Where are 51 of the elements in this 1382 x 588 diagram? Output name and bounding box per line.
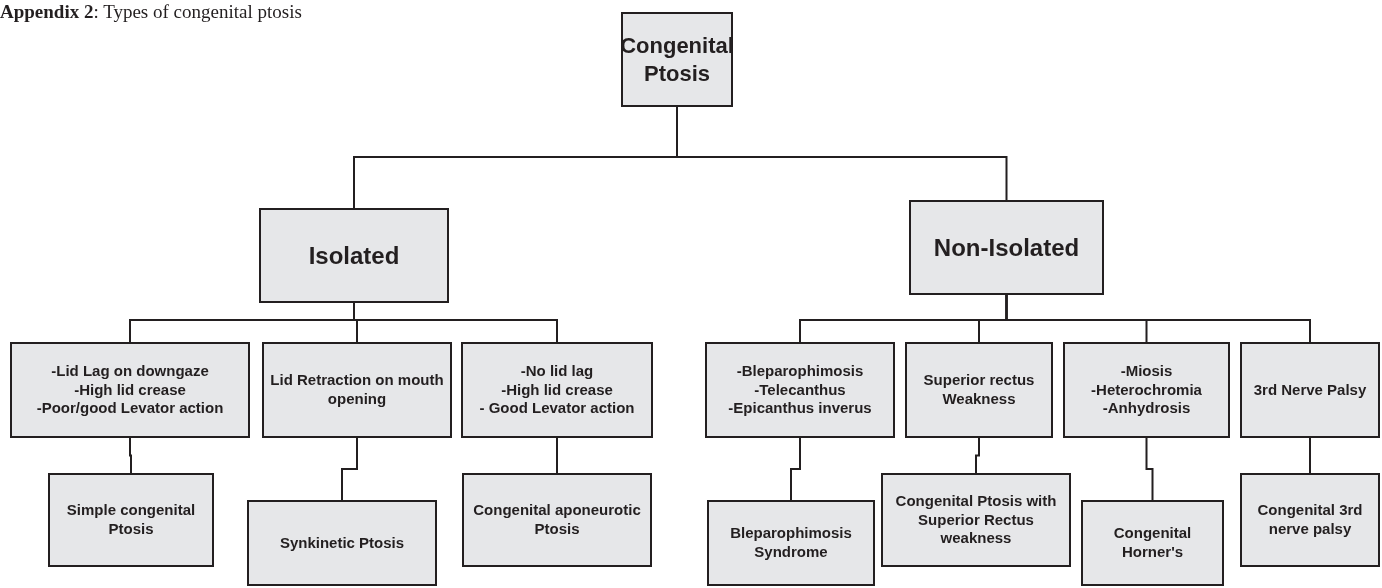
- category-box: [1240, 342, 1380, 438]
- box-text: Congenital 3rd nerve palsy: [1256, 501, 1364, 539]
- box-text: Non-Isolated: [933, 232, 1080, 263]
- box-text: Simple congenital Ptosis: [65, 501, 197, 539]
- connector-line: [129, 437, 132, 474]
- category-box: [262, 342, 452, 438]
- box-text: -Miosis: [1120, 361, 1173, 381]
- category-box: [462, 473, 652, 567]
- box-text: -No lid lag: [520, 361, 594, 381]
- category-box: [1063, 342, 1230, 438]
- box-text: Bleparophimosis Syndrome: [729, 524, 853, 562]
- category-box: [1081, 500, 1224, 586]
- box-text: Congenital Ptosis with Superior Rectus weakness: [894, 491, 1058, 549]
- category-box: [705, 342, 895, 438]
- category-box: [881, 473, 1071, 567]
- connector-line: [790, 437, 801, 501]
- category-box: [259, 208, 449, 303]
- figure-title: Appendix 2: Types of congenital ptosis: [0, 0, 302, 24]
- category-box: [909, 200, 1104, 295]
- connector-line: [341, 437, 358, 501]
- box-text: Synkinetic Ptosis: [279, 533, 405, 553]
- category-box: [247, 500, 437, 586]
- box-text: -High lid crease: [74, 380, 186, 400]
- box-text: -Anhydrosis: [1102, 399, 1191, 419]
- box-text: 3rd Nerve Palsy: [1253, 380, 1367, 400]
- category-box: [461, 342, 653, 438]
- category-box: [905, 342, 1053, 438]
- category-box: [10, 342, 250, 438]
- box-text: Congenital Horner's: [1112, 524, 1193, 562]
- box-text: - Good Levator action: [479, 399, 635, 419]
- connector-line: [975, 437, 980, 474]
- box-text: -Bleparophimosis: [736, 361, 864, 381]
- box-text: -Lid Lag on downgaze: [51, 361, 209, 381]
- box-text: Isolated: [308, 240, 400, 271]
- connector-line: [1005, 294, 1311, 343]
- box-text: -Poor/good Levator action: [36, 399, 224, 419]
- connector-line: [556, 437, 558, 474]
- category-box: [621, 12, 733, 107]
- box-text: -Heterochromia: [1091, 380, 1202, 400]
- box-text: -Epicanthus inverus: [728, 399, 872, 419]
- box-text: Congenital aponeurotic Ptosis: [472, 501, 642, 539]
- box-text: Congenital Ptosis: [620, 32, 734, 87]
- box-text: Superior rectus Weakness: [922, 371, 1036, 409]
- category-box: [707, 500, 875, 586]
- box-text: Lid Retraction on mouth opening: [269, 371, 445, 409]
- connector-line: [1309, 437, 1311, 474]
- category-box: [1240, 473, 1380, 567]
- connector-line: [1145, 437, 1154, 501]
- box-text: -High lid crease: [501, 380, 613, 400]
- category-box: [48, 473, 214, 567]
- box-text: -Telecanthus: [754, 380, 846, 400]
